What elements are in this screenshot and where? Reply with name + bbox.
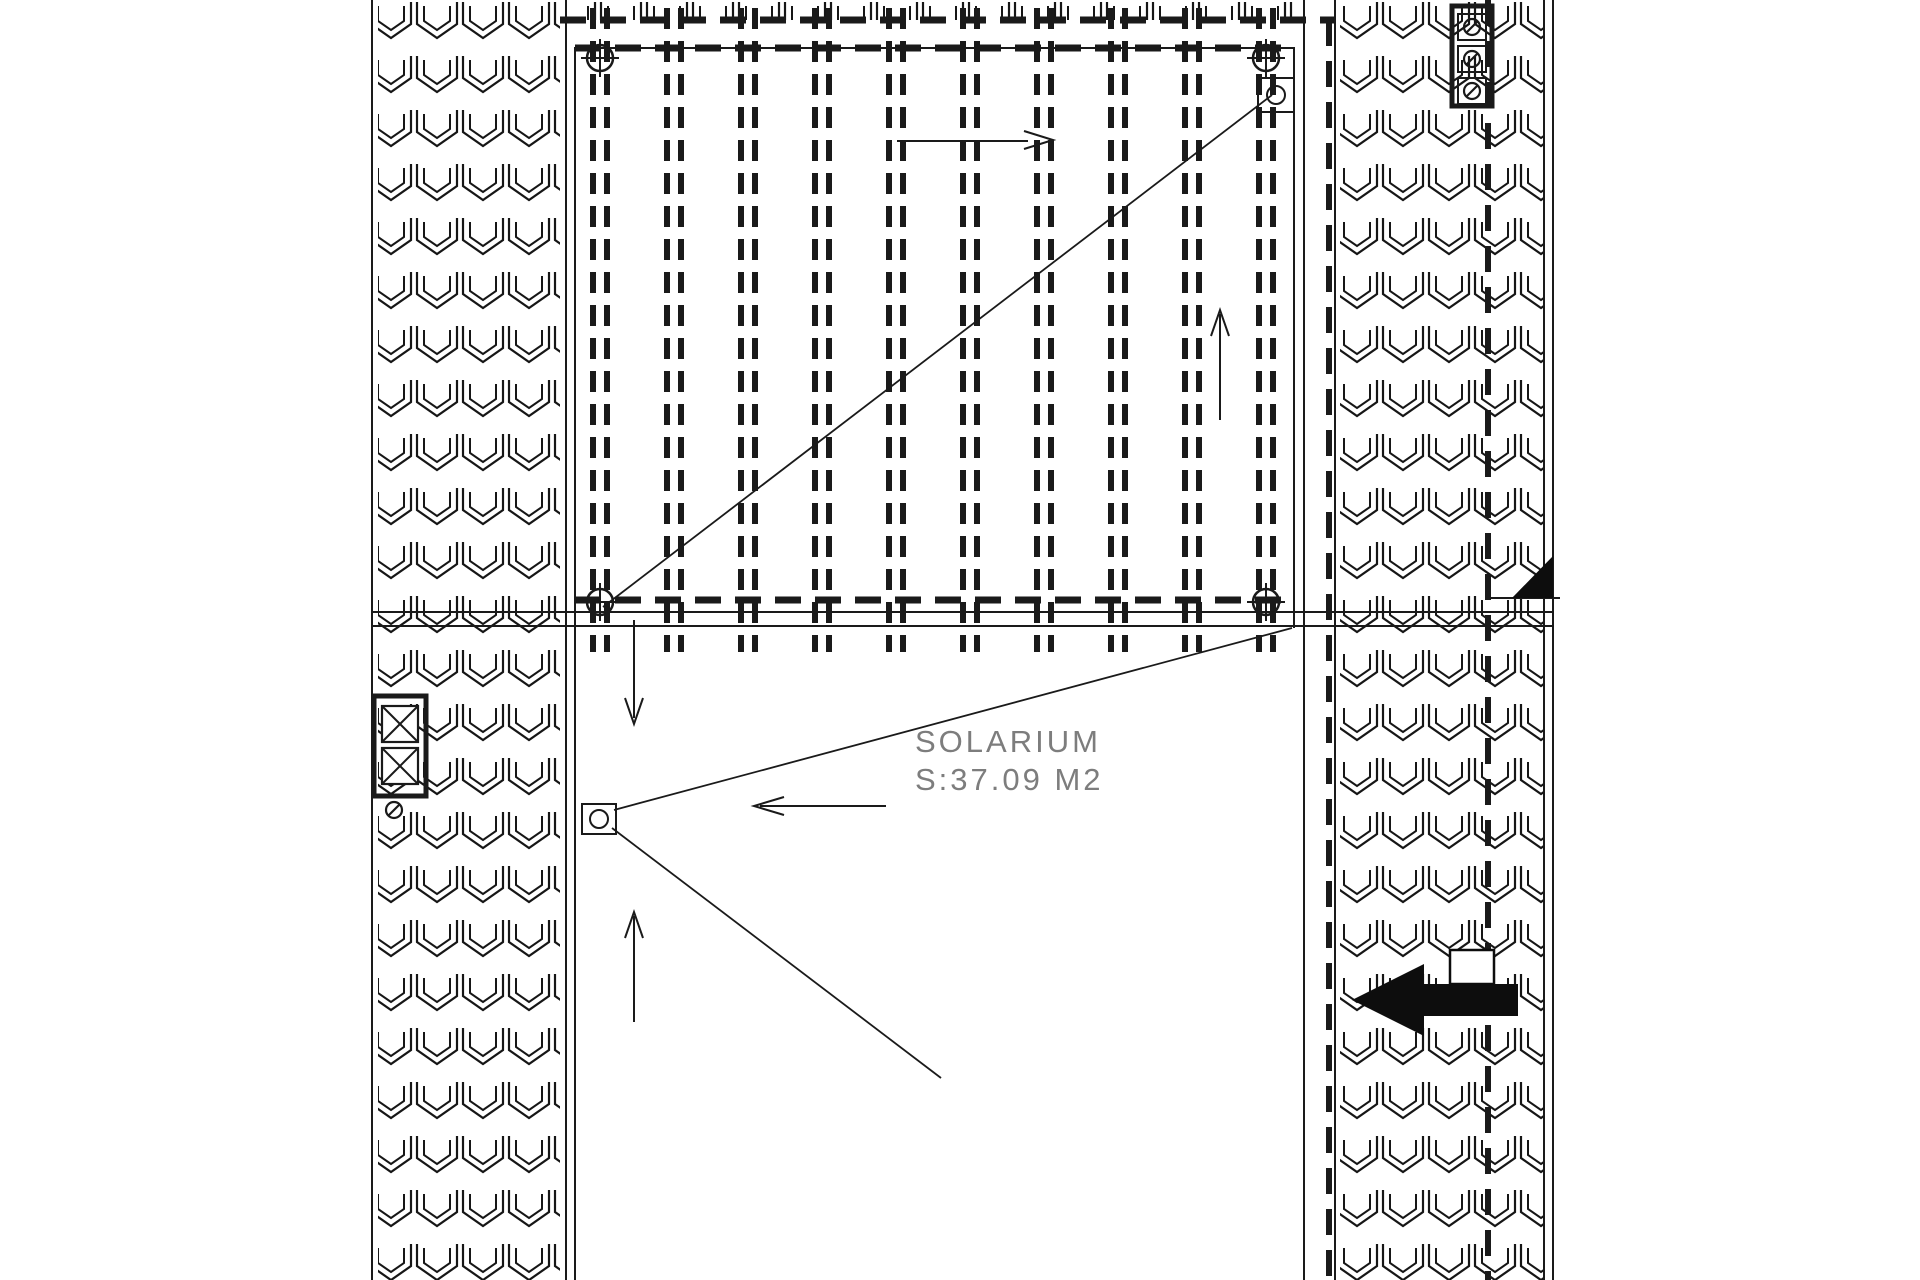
right-roof-tile-strip — [1340, 0, 1544, 1280]
post-detail-top-right — [1257, 77, 1295, 113]
left-roof-tile-strip — [378, 0, 560, 1280]
direction-arrow-up-icon — [1210, 306, 1230, 420]
direction-arrow-down-icon — [624, 620, 644, 728]
pergola-diagonal-line — [602, 94, 1273, 608]
column-marker-icon — [579, 581, 621, 623]
direction-arrow-left-icon — [750, 796, 886, 816]
room-area-label: S:37.09 M2 — [915, 762, 1104, 797]
sight-line-lower — [611, 827, 942, 1079]
pergola-beams — [593, 8, 1273, 652]
solarium-label-group: SOLARIUM S:37.09 M2 — [915, 724, 1104, 797]
dashed-boundary-lines — [560, 0, 1491, 1280]
direction-arrow-up-bottom-icon — [624, 908, 644, 1022]
section-marker-icon — [1488, 556, 1560, 599]
left-wall-detail — [371, 693, 429, 820]
solarium-post-marker — [581, 803, 617, 835]
column-marker-icon — [1245, 581, 1287, 623]
top-right-vent-detail — [1449, 3, 1495, 109]
direction-arrow-right-icon — [897, 130, 1057, 150]
sight-line-upper — [613, 627, 1293, 811]
slope-arrow-icon — [1352, 948, 1518, 1036]
pergola-frame — [574, 47, 1295, 613]
room-name-label: SOLARIUM — [915, 724, 1101, 759]
